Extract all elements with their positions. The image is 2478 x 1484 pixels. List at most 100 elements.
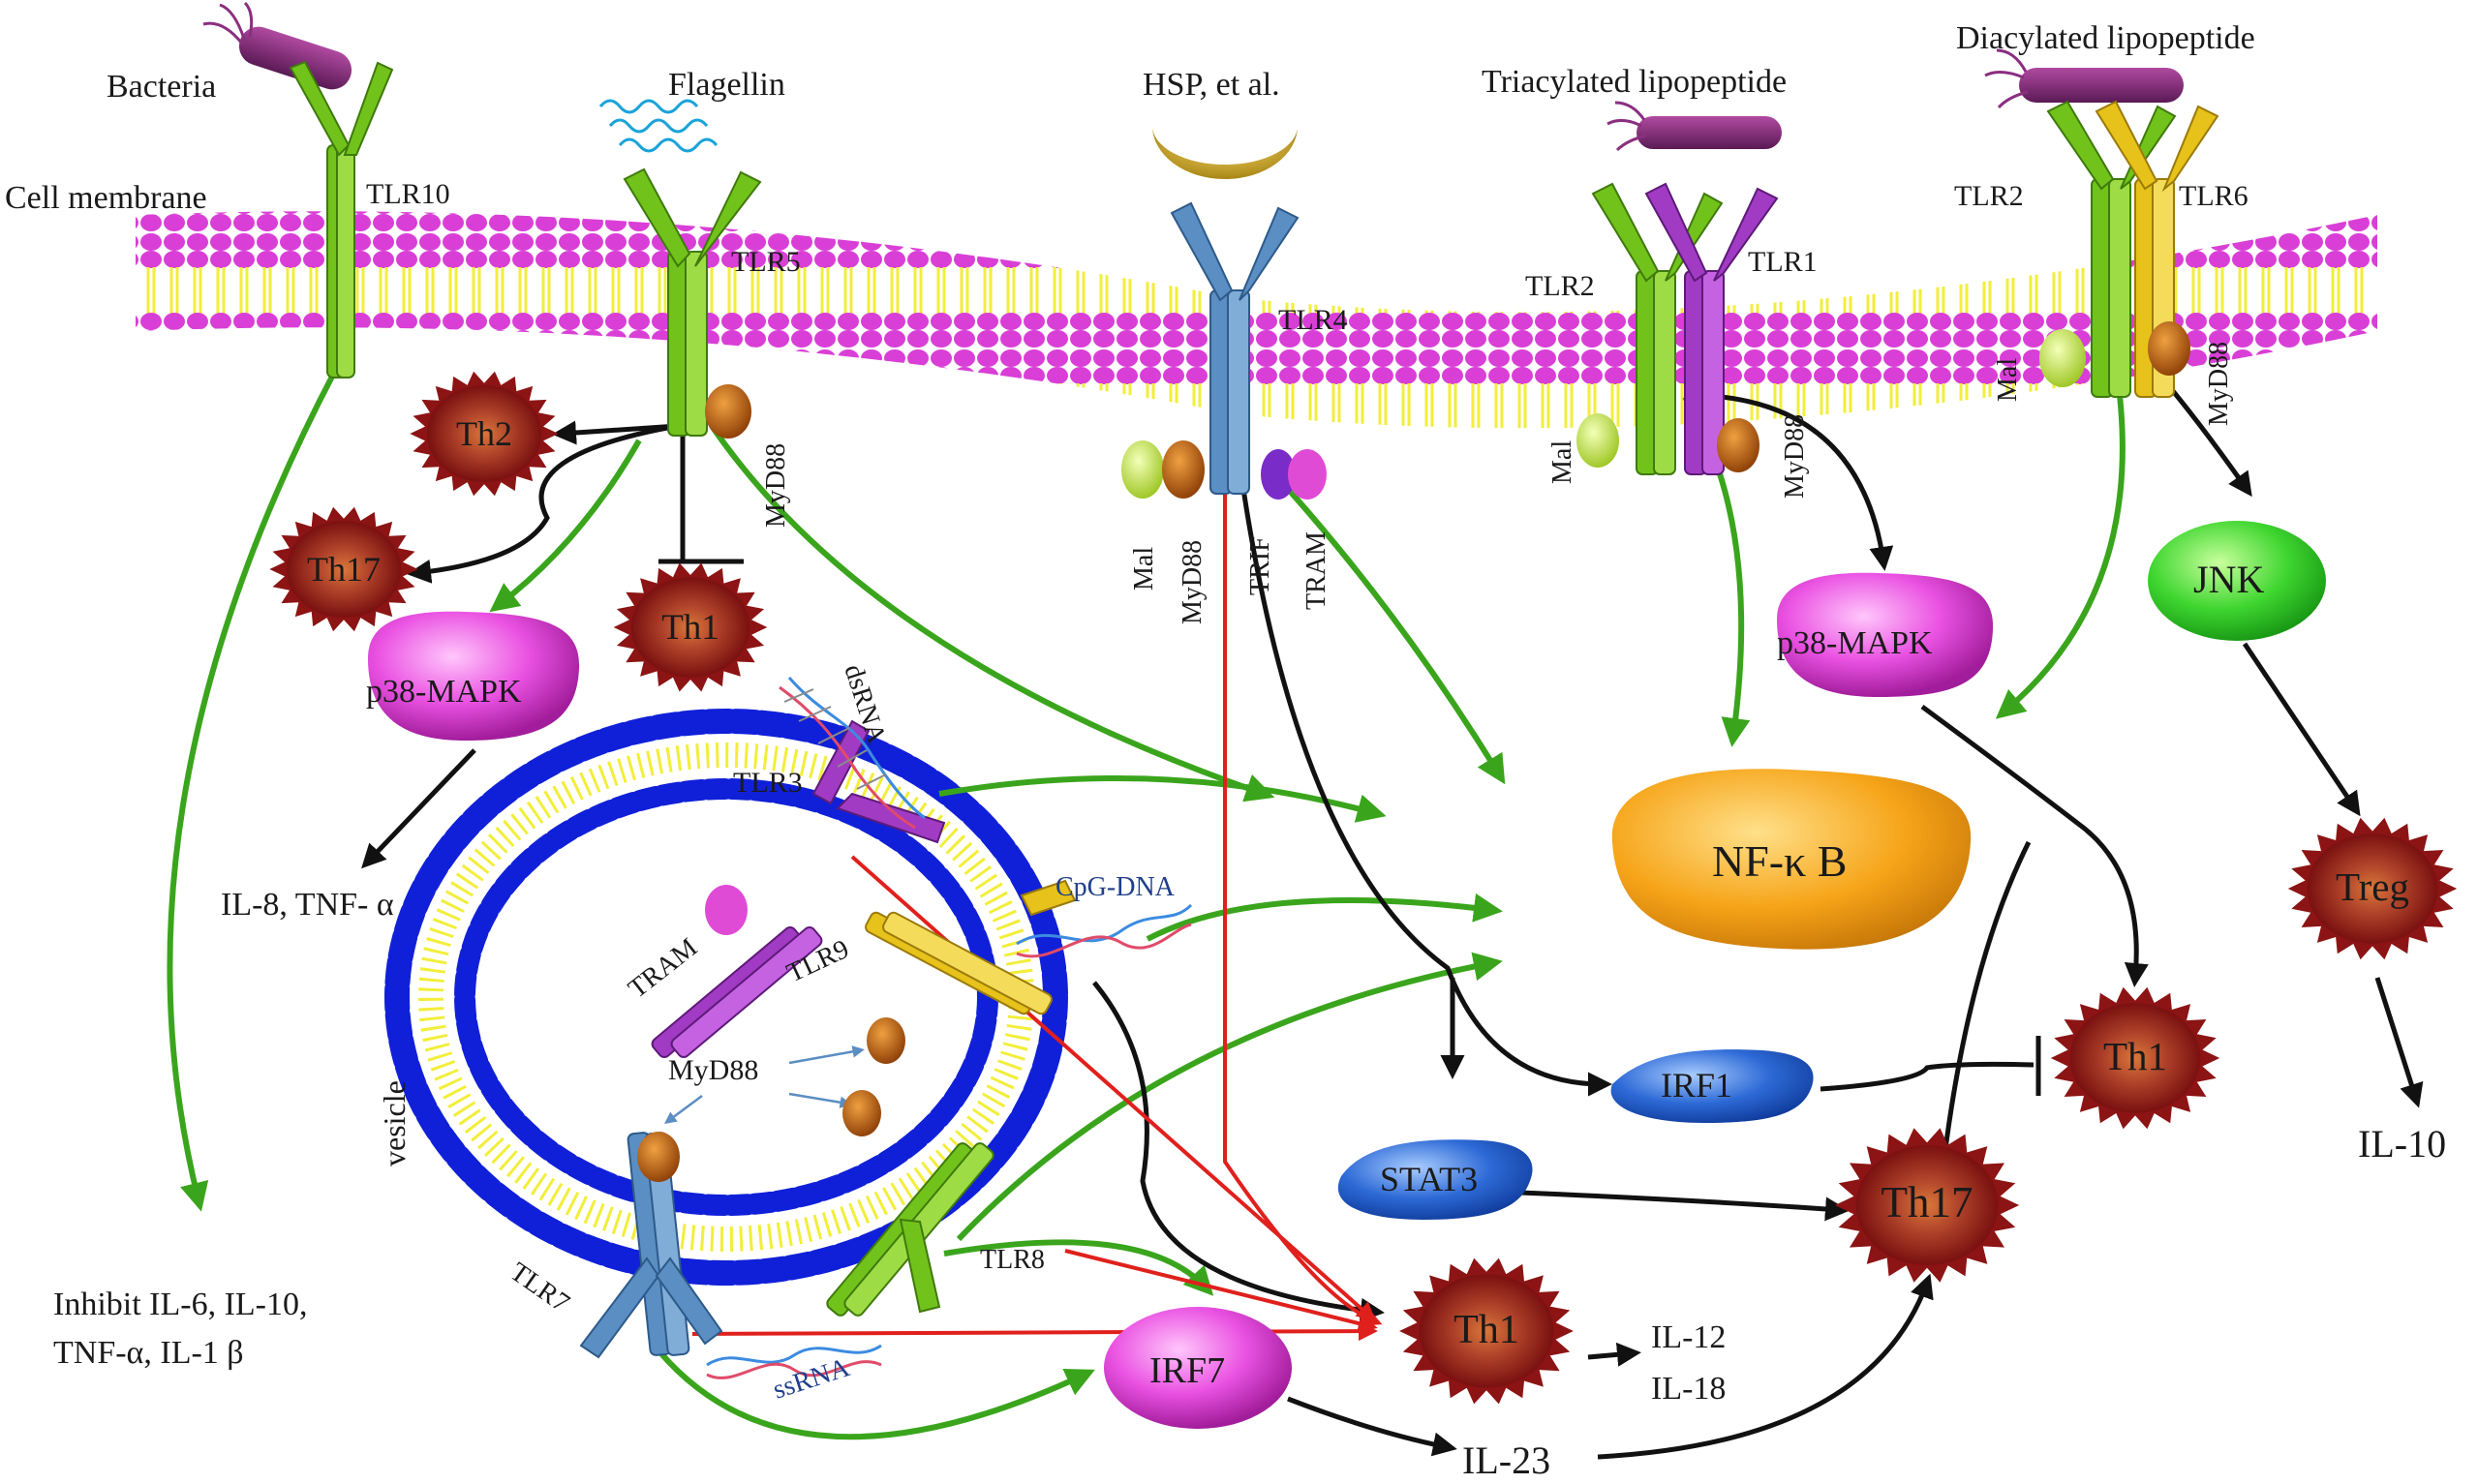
jnk-blob (2148, 521, 2326, 641)
arrow-tlr7-irf7 (656, 1348, 1095, 1440)
label-tlr6: TLR6 (2179, 180, 2249, 212)
th17-cell-left: Th17 (269, 506, 418, 632)
label-tram-vesicle: TRAM (623, 932, 703, 1004)
label-p38-right: p38-MAPK (1777, 625, 1933, 661)
arrow-tlr8-nfkb (956, 952, 1503, 1242)
label-triacylated: Triacylated lipopeptide (1482, 64, 1787, 100)
label-jnk: JNK (2193, 558, 2264, 601)
label-cpg-dna: CpG-DNA (1055, 872, 1176, 902)
arrow-p38-th17 (1931, 840, 2032, 1191)
label-hsp: HSP, et al. (1143, 67, 1280, 103)
hsp-icon (1152, 101, 1298, 179)
tlr10-receptor (289, 60, 394, 379)
label-stat3: STAT3 (1380, 1160, 1478, 1198)
arrow-tlr5-th17 (407, 423, 679, 584)
label-mal-tlr2: Mal (1547, 440, 1577, 484)
arrow-th1-il12 (1587, 1342, 1641, 1367)
label-inhibit-line2: TNF-α, IL-1 β (53, 1335, 244, 1371)
label-irf7: IRF7 (1149, 1350, 1225, 1391)
label-il8-tnf: IL-8, TNF- α (221, 887, 394, 923)
arrow-tlr8-irf7 (943, 1239, 1214, 1296)
arrow-tlr9-th1 (1092, 981, 1385, 1322)
arrow-jnk-treg (2242, 642, 2361, 817)
arrow-tlr3-nfkb (938, 775, 1387, 823)
arrow-p38-il8 (361, 748, 476, 869)
p38-left-blob (368, 611, 580, 741)
treg-cell-body (2307, 833, 2438, 944)
label-tram-tlr4: TRAM (1301, 531, 1331, 610)
tlr4-receptor (1170, 201, 1300, 495)
label-il23: IL-23 (1462, 1439, 1550, 1482)
arrow-tlr5-p38 (489, 439, 642, 613)
arrow-p38-th1 (1920, 704, 2149, 987)
treg-cell: Treg (2287, 817, 2458, 960)
dsrna-icon (779, 677, 926, 830)
tlr3-receptor (651, 719, 946, 1059)
label-cell-membrane: Cell membrane (5, 180, 207, 216)
myd88-pointers (663, 1045, 865, 1124)
myd88-ball-tlr4 (1162, 440, 1205, 499)
th1-cell-bottom-label: Th1 (1453, 1308, 1519, 1352)
label-bacteria: Bacteria (107, 69, 216, 105)
inhibit-irf1-th1 (1820, 1061, 2034, 1092)
red-tlr3-th1 (850, 855, 1376, 1322)
label-vesicle: vesicle (377, 1080, 412, 1166)
myd88-ball-tlr5 (705, 384, 751, 439)
label-tlr5: TLR5 (731, 246, 801, 278)
arrow-tlr2-p38 (1689, 392, 1894, 571)
tlr5-receptor (623, 167, 762, 437)
irf7-blob (1104, 1307, 1292, 1429)
tlr7-receptor (579, 1132, 723, 1359)
label-tlr2-a: TLR2 (1525, 270, 1595, 302)
label-p38-left: p38-MAPK (366, 674, 522, 710)
label-il10: IL-10 (2358, 1122, 2446, 1166)
label-myd88-vesicle: MyD88 (668, 1054, 758, 1086)
label-tlr4: TLR4 (1278, 304, 1348, 336)
trif-ball (1261, 449, 1296, 500)
adapter-molecules (637, 321, 2190, 1182)
mal-ball-tlr4 (1121, 440, 1164, 499)
tram-ball-vesicle (705, 885, 748, 935)
ssrna-icon (706, 1344, 882, 1379)
tlr9-receptor (865, 879, 1077, 1015)
myd88-ball-tlr6 (2148, 321, 2190, 376)
red-tlr8-th1 (1064, 1249, 1378, 1333)
label-nfkb: NF-κ B (1712, 836, 1847, 886)
myd88-ball-tlr2 (1717, 418, 1759, 472)
cpg-dna-icon (1016, 903, 1193, 958)
label-tlr2-b: TLR2 (1954, 180, 2024, 212)
arrow-tlr4-nfkb (1285, 487, 1506, 785)
text-labels: Bacteria Flagellin HSP, et al. Triacylat… (5, 20, 2446, 1482)
myd88-ball-tlr9 (867, 1017, 905, 1064)
activation-arrows-green (167, 338, 2126, 1440)
bacteria-icon (202, 1, 352, 90)
th1-cell-left-body (630, 577, 750, 678)
label-il18: IL-18 (1651, 1371, 1726, 1407)
label-mal-tlr6: Mal (1993, 358, 2023, 402)
th1-cell-right-body (2069, 1003, 2201, 1113)
label-myd88-tlr2: MyD88 (1780, 414, 1810, 499)
label-myd88-tlr6: MyD88 (2204, 342, 2234, 426)
nfkb-blob (1611, 769, 1972, 950)
irf1-blob (1610, 1049, 1814, 1123)
th1-cell-left: Th1 (613, 562, 768, 692)
th1-cell-right: Th1 (2050, 986, 2220, 1130)
th2-cell: Th2 (410, 371, 559, 497)
flagellin-icon (598, 99, 719, 153)
myd88-ball-tlr8 (842, 1090, 881, 1136)
label-tlr3: TLR3 (733, 767, 803, 799)
label-tlr8: TLR8 (980, 1245, 1045, 1275)
p38-right-blob (1777, 572, 1994, 697)
label-tlr7: TLR7 (505, 1257, 575, 1318)
arrow-il23-th17 (1597, 1273, 1934, 1460)
th1-cell-bottom-body (1419, 1274, 1554, 1388)
label-tlr10: TLR10 (366, 178, 450, 210)
label-il12: IL-12 (1651, 1319, 1726, 1355)
stat3-blob (1337, 1139, 1533, 1220)
th1-cell-right-label: Th1 (2103, 1034, 2167, 1078)
tlr8-receptor (826, 1142, 994, 1317)
myd88-ball-tlr7 (637, 1132, 680, 1182)
label-inhibit-line1: Inhibit IL-6, IL-10, (53, 1287, 308, 1322)
